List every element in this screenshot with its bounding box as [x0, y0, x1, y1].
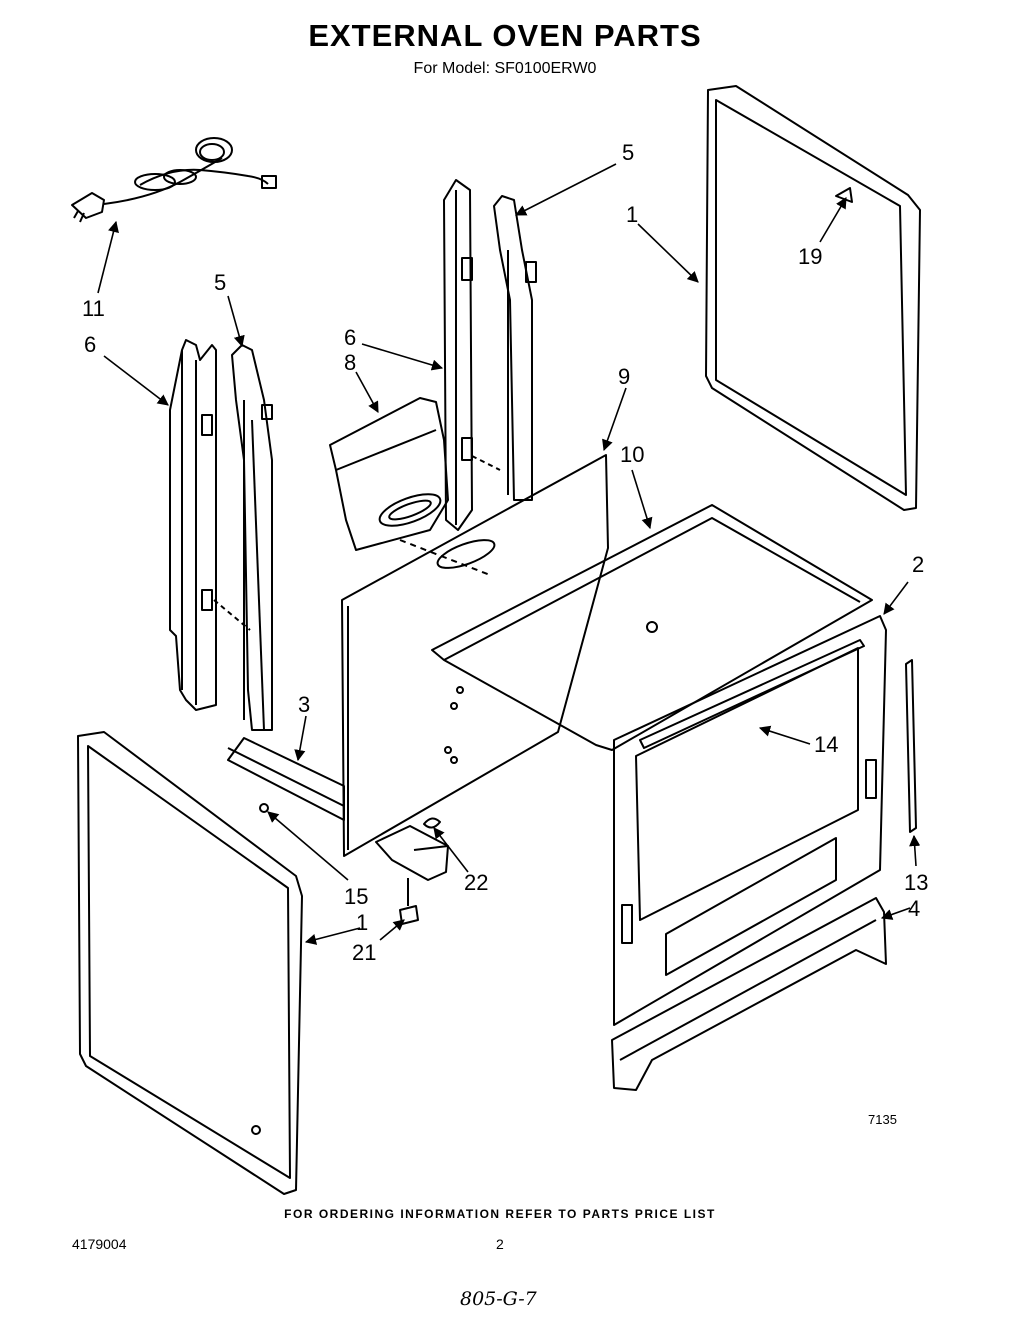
left-side-panel-part: [77, 731, 303, 1195]
callout-5-left: 5: [214, 270, 226, 295]
rear-center-frame-part: [443, 179, 473, 531]
left-side-bracket-part: [213, 344, 273, 731]
callout-6-left: 6: [84, 332, 96, 357]
callout-8: 8: [344, 350, 356, 375]
callout-13: 13: [904, 870, 928, 895]
callout-2: 2: [912, 552, 924, 577]
page-number: 2: [496, 1236, 504, 1252]
callout-1-left: 1: [356, 910, 368, 935]
left-side-frame-part: [169, 339, 217, 711]
ordering-note: FOR ORDERING INFORMATION REFER TO PARTS …: [284, 1207, 716, 1221]
callout-3: 3: [298, 692, 310, 717]
front-strip-part: [639, 639, 865, 749]
vent-duct-part: [329, 397, 491, 576]
page-title: EXTERNAL OVEN PARTS: [308, 18, 702, 53]
handwritten-code: 805-G-7: [460, 1288, 537, 1310]
front-frame-part: [613, 615, 887, 1026]
callout-11: 11: [82, 296, 105, 321]
hole-plug-part: [259, 803, 269, 813]
callout-21: 21: [352, 940, 376, 965]
callout-6-center: 6: [344, 325, 356, 350]
top-panel-part: [431, 504, 873, 751]
callout-19: 19: [798, 244, 822, 269]
leveling-screw-part: [399, 878, 419, 925]
figure-number: 7135: [868, 1112, 897, 1127]
callout-9: 9: [618, 364, 630, 389]
model-subtitle: For Model: SF0100ERW0: [413, 60, 597, 77]
callout-10: 10: [620, 442, 644, 467]
callout-leaders: [97, 163, 921, 945]
callout-5-center: 5: [622, 140, 634, 165]
callout-22: 22: [464, 870, 488, 895]
side-trim-part: [905, 659, 917, 833]
lower-bracket-part: [375, 817, 449, 881]
lower-rail-part: [227, 737, 345, 821]
base-front-part: [611, 897, 887, 1091]
rear-center-bracket-part: [471, 195, 537, 501]
callout-4: 4: [908, 896, 920, 921]
power-cord-part: [71, 137, 277, 223]
right-side-panel-part: [705, 85, 921, 511]
callout-14: 14: [814, 732, 838, 757]
callout-1-right: 1: [626, 202, 638, 227]
callout-15: 15: [344, 884, 368, 909]
document-number: 4179004: [72, 1236, 127, 1252]
